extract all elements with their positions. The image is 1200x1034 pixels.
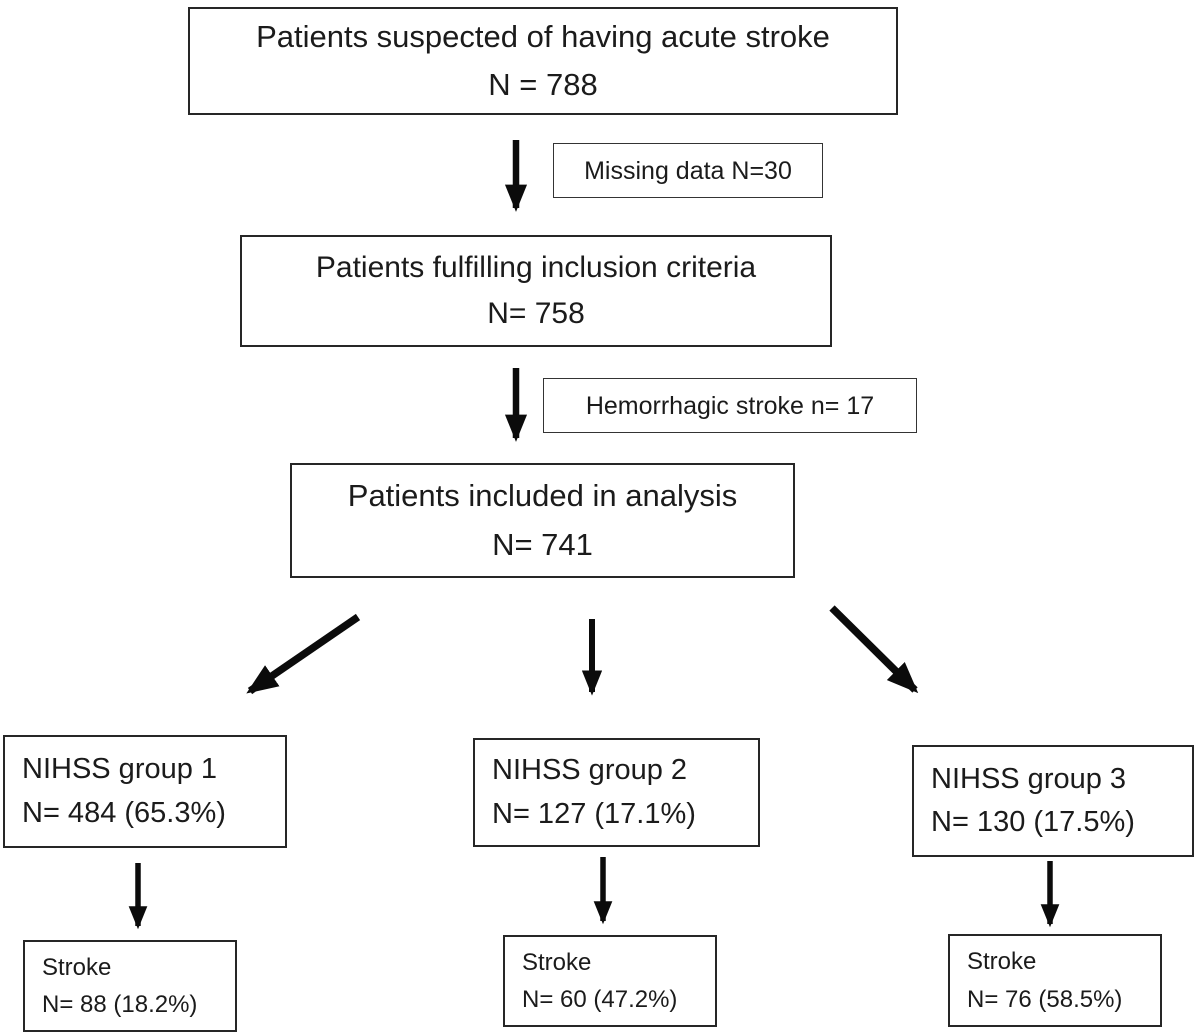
node-nihss-group-2-count: N= 127 (17.1%) (492, 797, 696, 830)
node-fulfilling-criteria-count: N= 758 (487, 297, 585, 330)
node-stroke-group-3-label: Stroke (967, 948, 1037, 976)
node-nihss-group-2: NIHSS group 2 N= 127 (17.1%) (473, 738, 760, 847)
node-stroke-group-1-label: Stroke (42, 953, 112, 981)
node-patients-suspected: Patients suspected of having acute strok… (188, 7, 898, 115)
arrow-included-to-group1 (246, 613, 361, 695)
node-included-analysis-count: N= 741 (492, 526, 593, 562)
node-patients-suspected-label: Patients suspected of having acute strok… (256, 18, 830, 54)
node-stroke-group-2-count: N= 60 (47.2%) (522, 986, 678, 1013)
node-nihss-group-1-label: NIHSS group 1 (22, 753, 218, 785)
node-patients-suspected-count: N = 788 (488, 67, 598, 102)
node-stroke-group-3: Stroke N= 76 (58.5%) (948, 934, 1162, 1027)
node-nihss-group-3-label: NIHSS group 3 (931, 762, 1127, 795)
node-nihss-group-2-label: NIHSS group 2 (492, 754, 688, 786)
node-fulfilling-criteria: Patients fulfilling inclusion criteria N… (240, 235, 832, 347)
node-stroke-group-1-count: N= 88 (18.2%) (42, 991, 198, 1018)
node-included-analysis: Patients included in analysis N= 741 (290, 463, 795, 578)
node-included-analysis-label: Patients included in analysis (347, 478, 738, 514)
node-stroke-group-2: Stroke N= 60 (47.2%) (503, 935, 717, 1027)
node-missing-data: Missing data N=30 (553, 143, 823, 198)
node-nihss-group-3: NIHSS group 3 N= 130 (17.5%) (912, 745, 1194, 857)
node-nihss-group-1: NIHSS group 1 N= 484 (65.3%) (3, 735, 287, 848)
node-stroke-group-1: Stroke N= 88 (18.2%) (23, 940, 237, 1032)
node-fulfilling-criteria-label: Patients fulfilling inclusion criteria (315, 250, 757, 284)
node-hemorrhagic-stroke: Hemorrhagic stroke n= 17 (543, 378, 917, 433)
node-nihss-group-1-count: N= 484 (65.3%) (22, 796, 226, 829)
node-stroke-group-3-count: N= 76 (58.5%) (967, 985, 1123, 1013)
arrow-included-to-group3 (829, 605, 919, 694)
node-stroke-group-2-label: Stroke (522, 948, 592, 976)
node-missing-data-label: Missing data N=30 (584, 156, 792, 185)
node-hemorrhagic-stroke-label: Hemorrhagic stroke n= 17 (585, 391, 875, 420)
node-nihss-group-3-count: N= 130 (17.5%) (931, 806, 1135, 838)
